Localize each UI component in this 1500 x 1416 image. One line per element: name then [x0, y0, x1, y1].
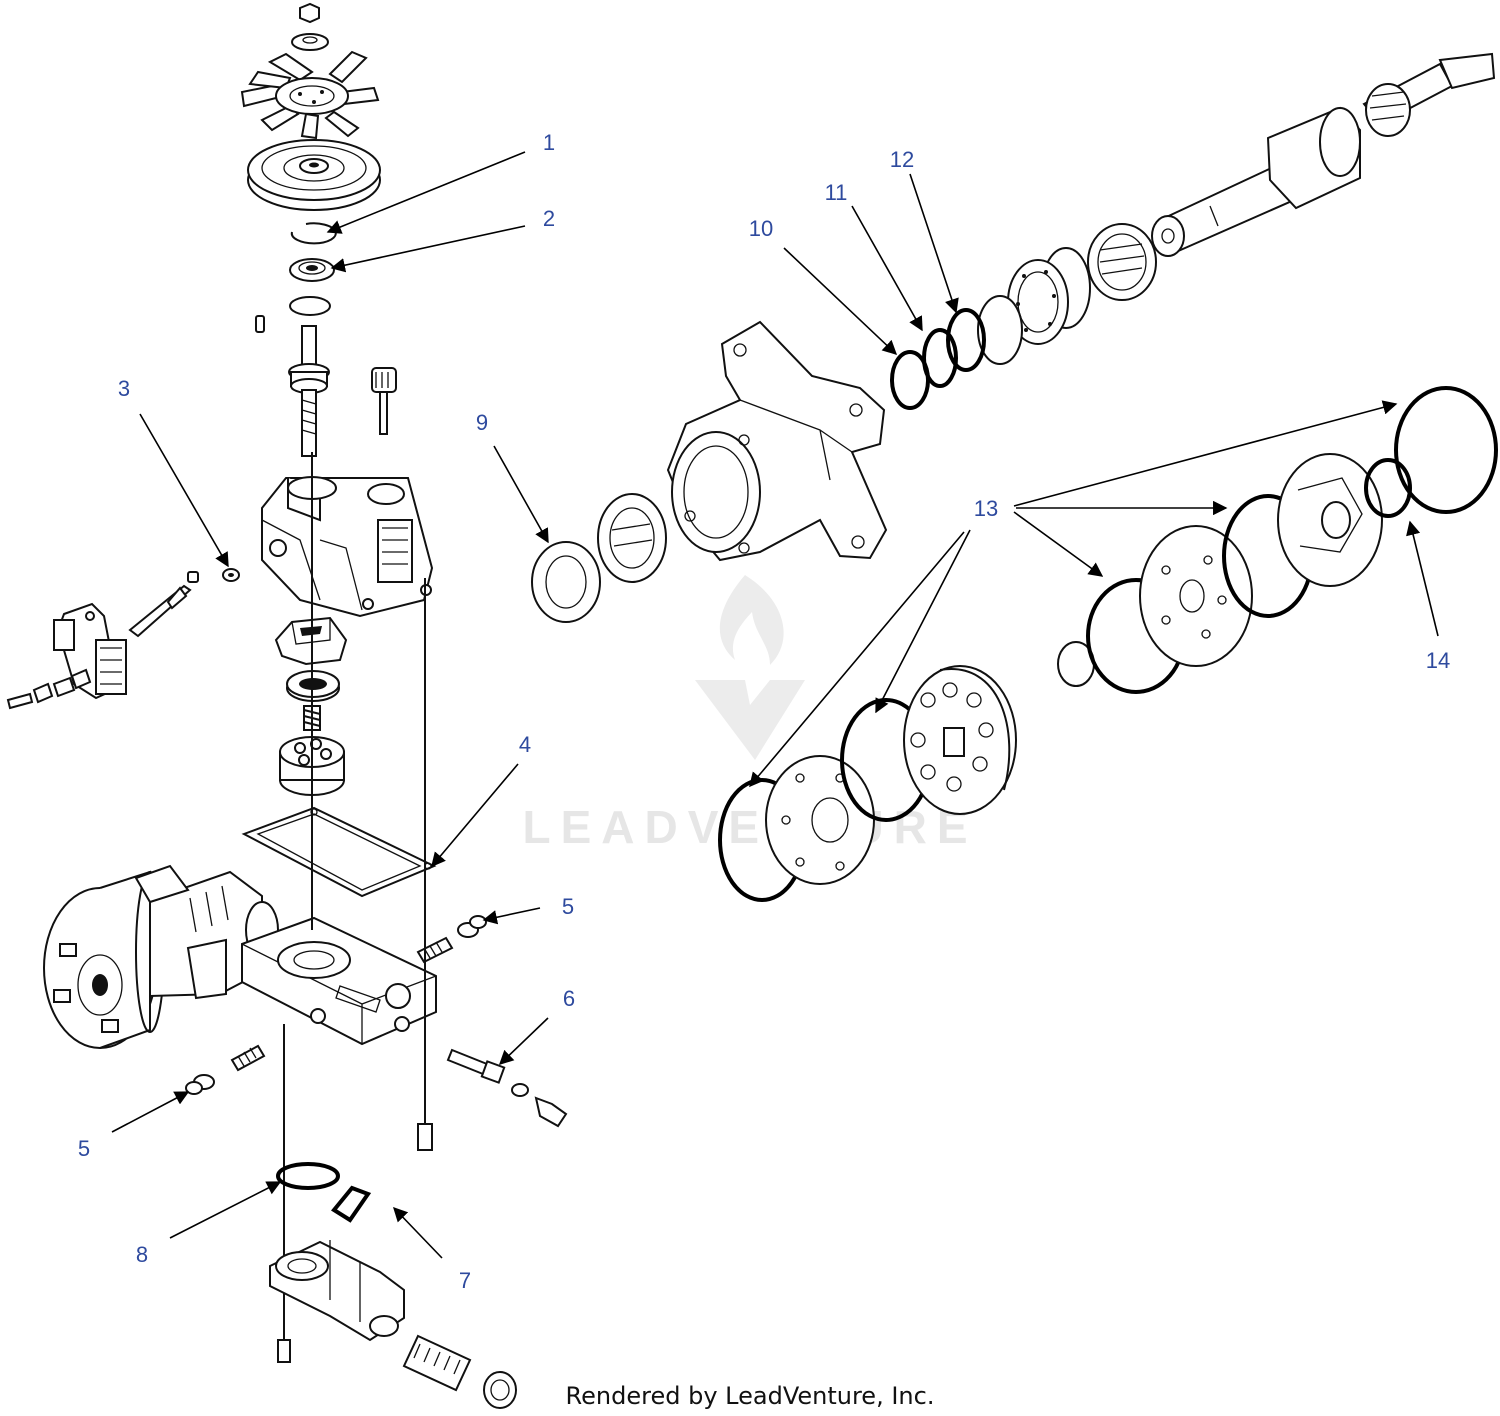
callout-7: 7	[459, 1268, 471, 1293]
oil-filter	[402, 1334, 517, 1409]
watermark: LEADVENTURE	[522, 575, 977, 853]
callout-3: 3	[118, 376, 130, 401]
motor-cover	[1277, 453, 1383, 587]
port-plate	[765, 755, 875, 885]
shaft-o-ring	[289, 296, 331, 316]
top-nut	[291, 2, 329, 51]
needle-bearing	[1087, 223, 1157, 301]
drive-pulley	[247, 139, 381, 211]
large-o-ring-14	[1394, 386, 1498, 514]
output-shaft	[1151, 52, 1496, 257]
check-valve-lower	[185, 1044, 266, 1095]
main-housing	[261, 476, 434, 618]
snap-ring-11	[922, 328, 958, 388]
leader-lines	[111, 151, 1439, 1259]
filter-o-ring	[276, 1162, 340, 1190]
callout-2: 2	[543, 206, 555, 231]
callout-9: 9	[476, 410, 488, 435]
right-assembly	[531, 52, 1498, 902]
bypass-valve	[446, 1048, 568, 1128]
upper-bearing	[289, 258, 335, 282]
callout-13: 13	[974, 496, 998, 521]
cooling-fan	[240, 50, 380, 140]
shim-ring-12	[946, 308, 986, 372]
control-linkage	[6, 568, 240, 710]
axle-seal	[531, 541, 601, 623]
flame-logo-icon	[695, 575, 805, 760]
callout-11: 11	[825, 180, 848, 205]
filter-housing	[269, 1240, 405, 1342]
retaining-ring-10	[890, 350, 930, 410]
ball-bearing	[1007, 259, 1069, 345]
housing-gasket	[241, 806, 437, 898]
center-section	[241, 916, 437, 1046]
check-valve-upper	[416, 915, 487, 964]
input-shaft	[288, 325, 330, 457]
callout-10: 10	[749, 216, 773, 241]
seal-washer	[977, 295, 1023, 365]
callout-5-upper: 5	[562, 894, 574, 919]
left-assembly	[6, 2, 568, 1409]
fill-plug	[371, 367, 397, 435]
small-o-ring-14	[1364, 458, 1412, 518]
callout-14: 14	[1426, 648, 1450, 673]
callout-6: 6	[563, 986, 575, 1011]
axle-housing	[666, 320, 888, 562]
rotor-set	[903, 665, 1017, 815]
callout-labels: 1 2 3 4 5 5 6 7 8 9 10 11 12 13 14	[78, 130, 1450, 1293]
filter-gasket	[331, 1185, 372, 1223]
watermark-text: LEADVENTURE	[522, 801, 977, 853]
shaft-key	[255, 315, 265, 333]
callout-8: 8	[136, 1242, 148, 1267]
callout-5-lower: 5	[78, 1136, 90, 1161]
axle-bearing	[597, 493, 667, 583]
callout-12: 12	[890, 147, 914, 172]
callout-1: 1	[543, 130, 555, 155]
retaining-ring	[290, 222, 337, 245]
callout-4: 4	[519, 732, 531, 757]
render-credit: Rendered by LeadVenture, Inc.	[566, 1382, 935, 1410]
